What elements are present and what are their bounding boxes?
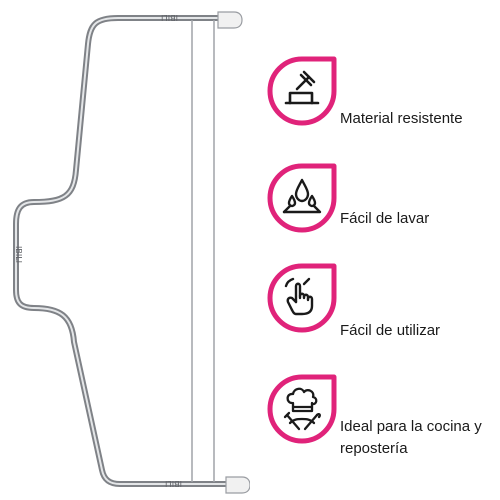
- wire-frame: [13, 15, 241, 487]
- water-drops-icon: [282, 178, 322, 214]
- feature-label: Fácil de lavar: [340, 210, 430, 227]
- feature-label: Fácil de utilizar: [340, 322, 441, 339]
- brand-mark-side: IBILI: [14, 246, 23, 263]
- hammer-anvil-icon: [284, 70, 320, 105]
- feature-label: Material resistente: [340, 110, 463, 127]
- feature-badge: [267, 163, 337, 233]
- feature-badge: [267, 263, 337, 333]
- feature-badge: [267, 56, 337, 126]
- cake-leveler-image: IBILI IBILI IBILI: [13, 11, 250, 494]
- feature-easy-wash: Fácil de lavar: [262, 162, 500, 257]
- chef-hat-utensils-icon: [283, 387, 321, 431]
- feature-kitchen-baking: Ideal para la cocina y repostería: [262, 373, 500, 468]
- brand-mark-top: IBILI: [161, 13, 178, 22]
- top-end-cap: [217, 11, 243, 29]
- brand-mark-bottom: IBILI: [165, 479, 182, 488]
- feature-label: repostería: [340, 440, 408, 457]
- feature-material: Material resistente: [262, 55, 500, 150]
- feature-label: Ideal para la cocina y: [340, 418, 482, 435]
- feature-easy-use: Fácil de utilizar: [262, 262, 500, 357]
- wire-frame-highlight: [15, 17, 239, 485]
- bottom-end-cap: [225, 476, 250, 494]
- hand-gesture-icon: [284, 277, 314, 316]
- feature-badge: [267, 374, 337, 444]
